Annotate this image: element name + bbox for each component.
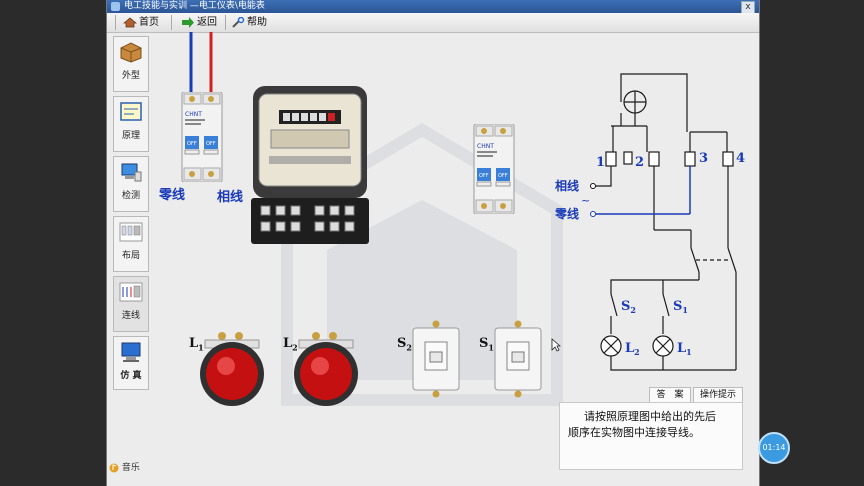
sidebar-label: 仿 真	[120, 371, 142, 381]
window-title: 电工技能与实训 —电工仪表\电能表	[124, 1, 265, 11]
breaker-brand: CHNT	[185, 111, 202, 118]
answer-tab[interactable]: 答 案	[649, 387, 691, 403]
schematic-s1-label: S1	[673, 299, 688, 315]
breaker-off-label: OFF	[187, 141, 197, 147]
toolbar-divider	[115, 15, 116, 30]
computer-icon	[121, 163, 142, 182]
home-icon	[123, 17, 137, 27]
wrench-icon	[232, 16, 245, 28]
schematic-neutral-label: 零线	[554, 206, 579, 221]
circuit-breaker-left[interactable]: CHNT OFF OFF	[181, 92, 223, 182]
lamp-l1[interactable]	[197, 330, 267, 408]
switch2-label: S2	[397, 336, 412, 353]
diagram-icon	[120, 102, 142, 121]
lamp1-label: L1	[189, 336, 204, 353]
music-icon	[109, 463, 119, 472]
monitor-icon	[121, 342, 141, 362]
sidebar-label: 连线	[121, 311, 140, 321]
sidebar-label: 原理	[121, 131, 140, 141]
operation-tips-tab[interactable]: 操作提示	[693, 387, 743, 403]
switch-s2[interactable]	[411, 320, 461, 398]
back-button[interactable]: 返回	[181, 16, 217, 30]
toolbar-divider	[171, 15, 172, 30]
circuit-breaker-right[interactable]: CHNT OFF OFF	[473, 124, 515, 214]
help-label: 帮助	[247, 17, 267, 28]
sidebar-item-simulation[interactable]: 仿 真	[113, 336, 149, 390]
sidebar-label: 检测	[121, 191, 140, 201]
sidebar-label: 布局	[121, 251, 140, 261]
switch-s1[interactable]	[493, 320, 543, 398]
toolbar-divider	[225, 15, 226, 30]
sidebar-item-layout[interactable]: 布局	[113, 216, 149, 272]
breaker-off-label: OFF	[206, 141, 216, 147]
box-icon	[120, 42, 142, 63]
switch1-label: S1	[479, 336, 494, 353]
ac-symbol: ~	[581, 194, 590, 207]
breaker-off-label: OFF	[479, 173, 489, 179]
sidebar-label: 外型	[121, 71, 140, 81]
hint-line-1: 请按照原理图中给出的先后	[584, 410, 716, 423]
sidebar-item-detection[interactable]: 检测	[113, 156, 149, 212]
energy-meter[interactable]	[249, 84, 371, 244]
music-label: 音乐	[121, 463, 140, 473]
terminal-4-label: 4	[736, 151, 745, 166]
schematic-phase-label: 相线	[555, 178, 579, 193]
hint-line-2: 顺序在实物图中连接导线。	[568, 426, 700, 439]
toolbar: 首页 返回 帮助	[107, 13, 759, 33]
home-button[interactable]: 首页	[123, 16, 159, 30]
wiring-schematic: 1 2 3 4 相线 ~ 零线 S2 S1 L2 L1	[554, 73, 745, 371]
app-window: 电工技能与实训 —电工仪表\电能表 x 首页 返回 帮助 外型 原理 检测 布局…	[106, 0, 760, 486]
hint-box: 请按照原理图中给出的先后 顺序在实物图中连接导线。	[559, 402, 743, 470]
back-label: 返回	[197, 17, 217, 28]
breaker-off-label: OFF	[498, 173, 508, 179]
terminal-3-label: 3	[699, 151, 708, 166]
sidebar-item-appearance[interactable]: 外型	[113, 36, 149, 92]
wiring-icon	[119, 282, 143, 302]
schematic-l1-label: L1	[677, 341, 692, 357]
sidebar-item-principle[interactable]: 原理	[113, 96, 149, 152]
mouse-cursor-icon	[551, 338, 561, 352]
phase-label: 相线	[217, 190, 244, 205]
neutral-label: 零线	[159, 188, 186, 203]
timer-badge: 01:14	[758, 432, 790, 464]
terminal-2-label: 2	[635, 155, 644, 170]
back-arrow-icon	[182, 16, 194, 28]
schematic-s2-label: S2	[621, 299, 636, 315]
lamp2-label: L2	[283, 336, 298, 353]
home-label: 首页	[139, 17, 159, 28]
app-icon	[111, 2, 120, 11]
lamp-l2[interactable]	[291, 330, 361, 408]
music-button[interactable]: 音乐	[109, 460, 140, 473]
schematic-l2-label: L2	[625, 341, 640, 357]
help-button[interactable]: 帮助	[231, 16, 267, 30]
layout-icon	[119, 222, 143, 242]
breaker-brand: CHNT	[477, 143, 494, 150]
sidebar-item-wiring[interactable]: 连线	[113, 276, 149, 332]
background-watermark	[281, 123, 563, 406]
title-bar: 电工技能与实训 —电工仪表\电能表 x	[107, 0, 759, 14]
terminal-1-label: 1	[596, 155, 605, 170]
